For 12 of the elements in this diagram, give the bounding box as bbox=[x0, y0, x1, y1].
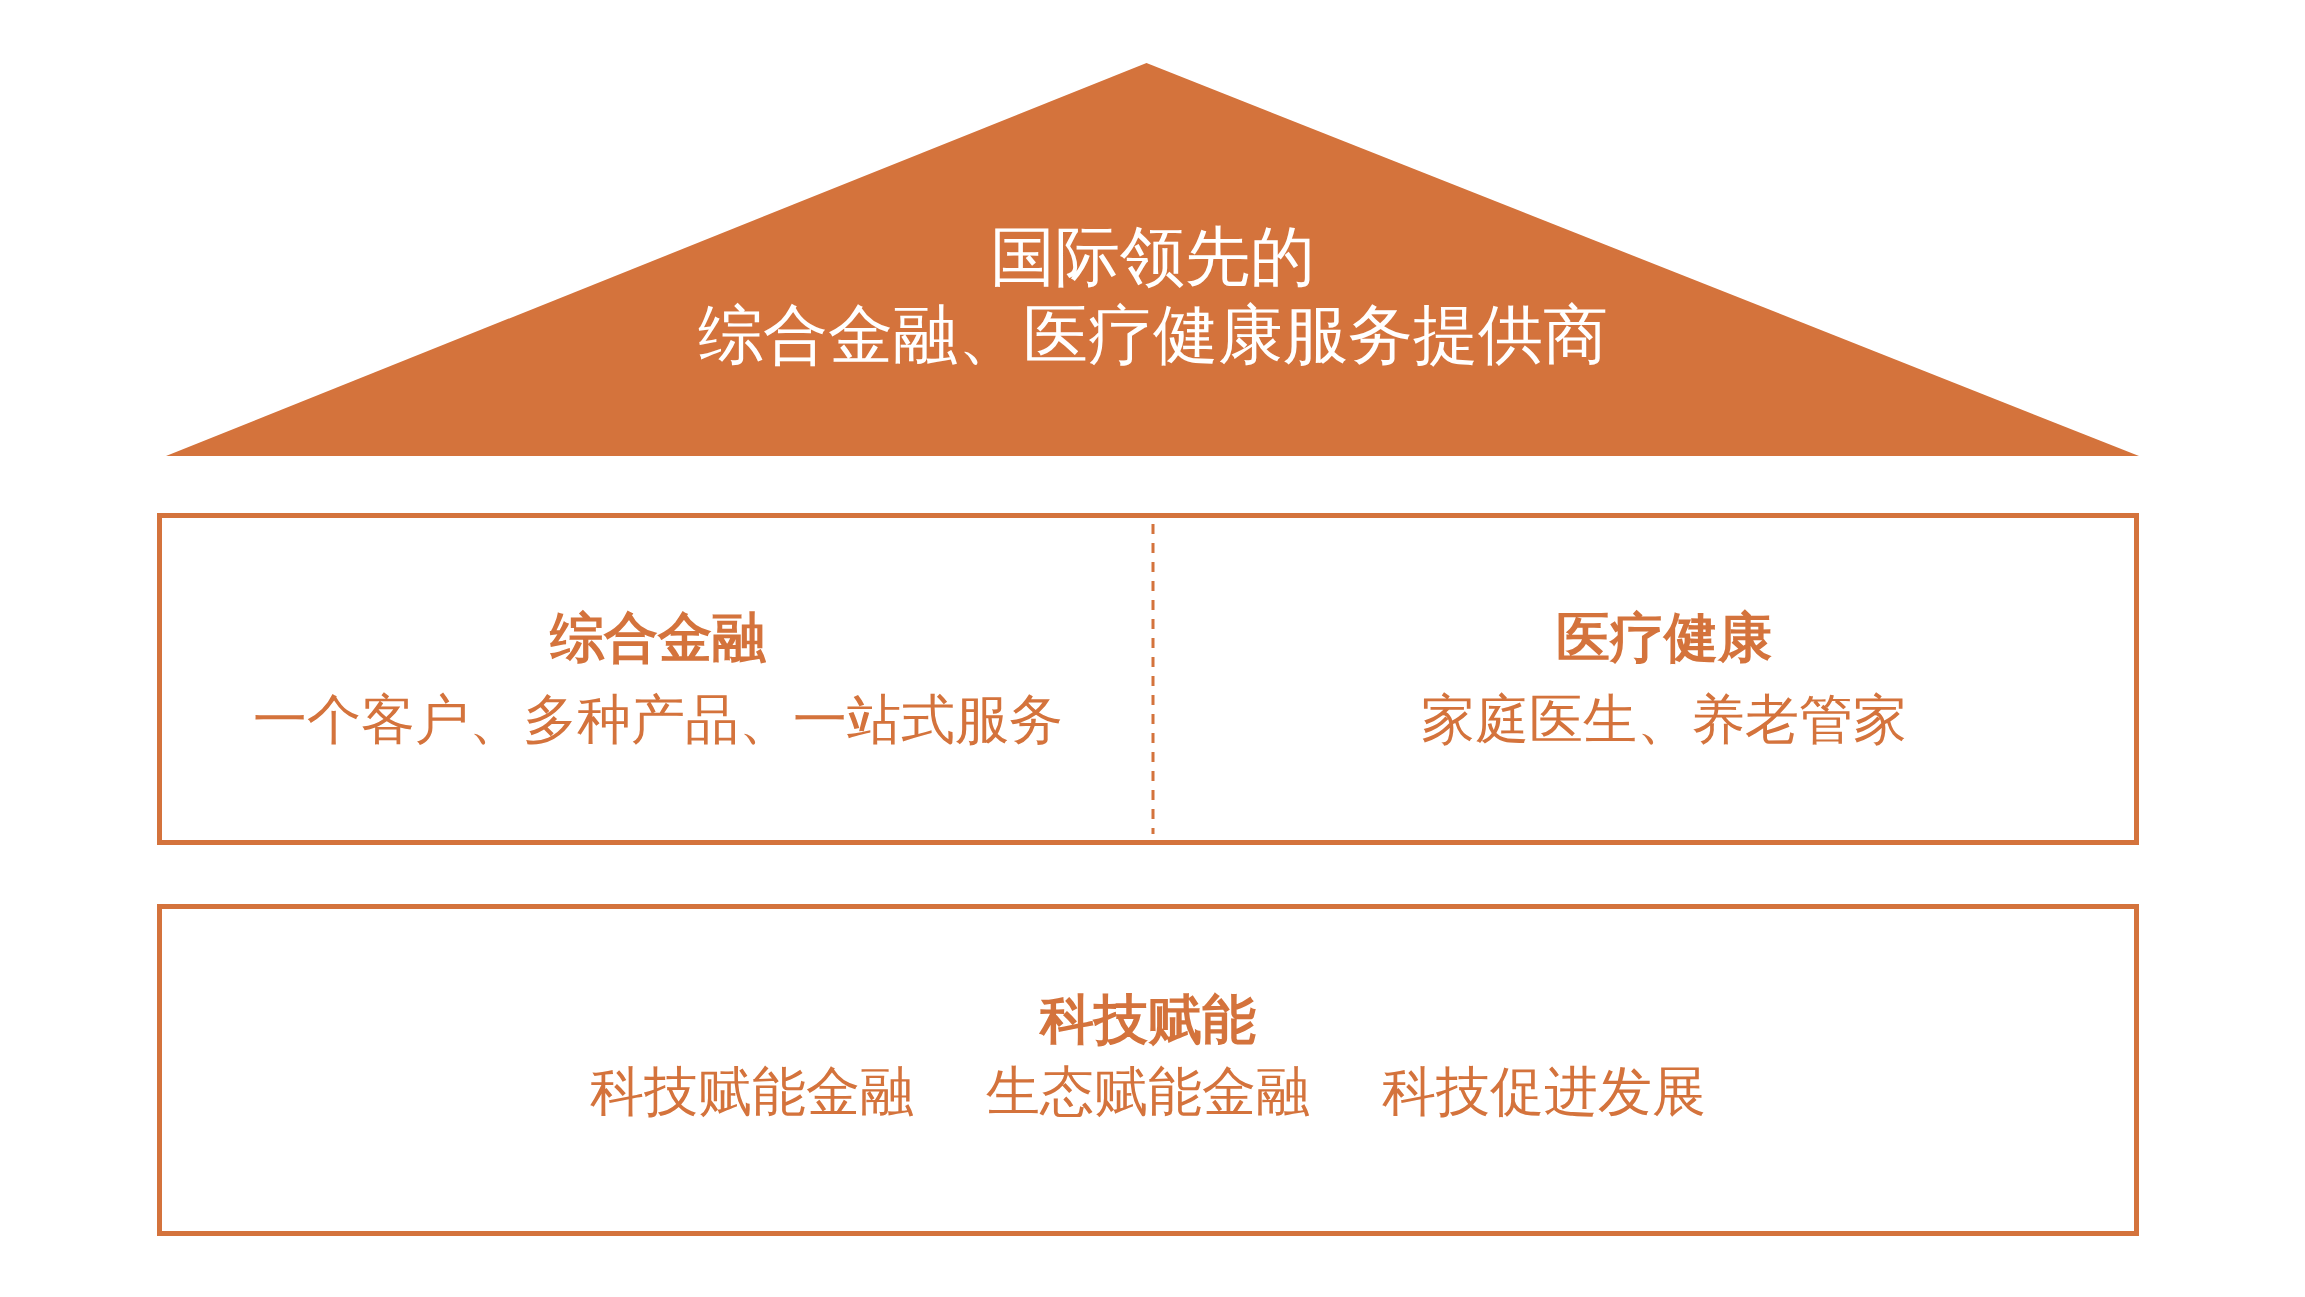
section-heading: 医疗健康 bbox=[1555, 607, 1772, 669]
pillar-panel bbox=[157, 513, 2139, 845]
headline-text: 国际领先的 bbox=[990, 218, 1315, 296]
section-text: 一个客户、多种产品、一站式服务 bbox=[252, 688, 1063, 751]
pillar-panel bbox=[157, 904, 2139, 1236]
section-heading: 综合金融 bbox=[549, 607, 766, 669]
section-heading: 科技赋能 bbox=[1040, 989, 1256, 1051]
headline-text: 综合金融、医疗健康服务提供商 bbox=[697, 296, 1608, 374]
pillar-item: 科技促进发展 bbox=[1382, 1061, 1706, 1123]
pillar-item: 生态赋能金融 bbox=[986, 1061, 1310, 1123]
section-text: 家庭医生、养老管家 bbox=[1420, 688, 1907, 751]
pillar-item: 科技赋能金融 bbox=[590, 1061, 914, 1123]
